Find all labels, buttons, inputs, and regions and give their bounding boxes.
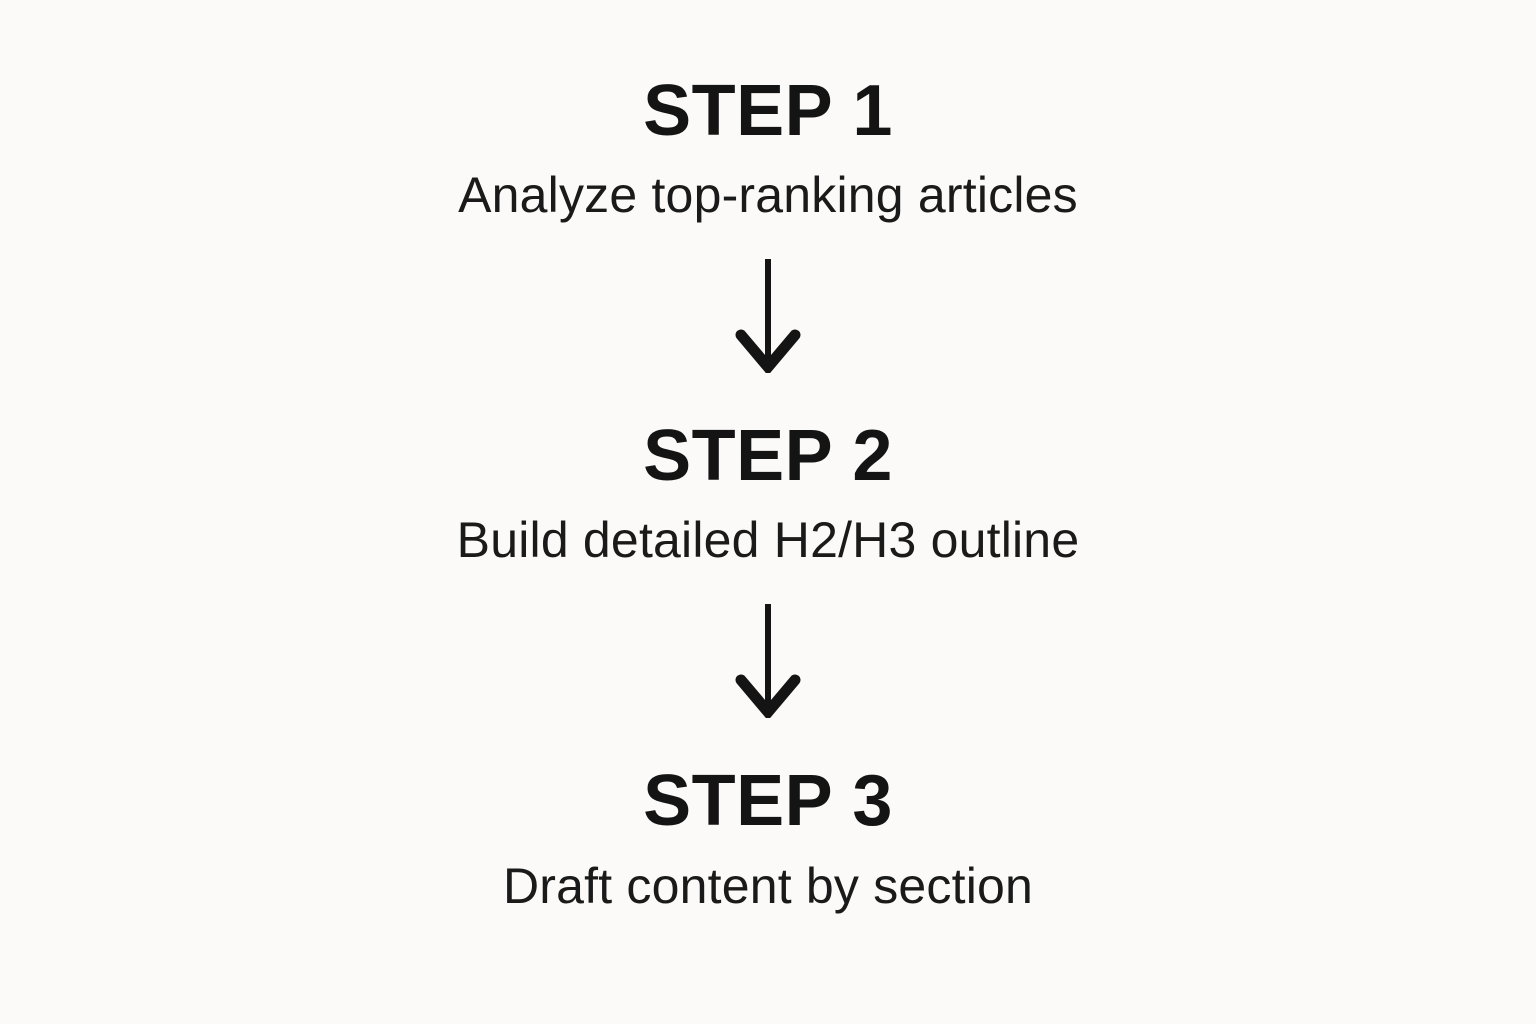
step-2-title: STEP 2 xyxy=(643,416,893,497)
step-block-3: STEP 3 Draft content by section xyxy=(503,762,1033,915)
step-block-1: STEP 1 Analyze top-ranking articles xyxy=(458,71,1078,225)
step-1-title: STEP 1 xyxy=(643,71,893,151)
step-block-2: STEP 2 Build detailed H2/H3 outline xyxy=(456,416,1080,570)
step-2-description: Build detailed H2/H3 outline xyxy=(456,512,1080,569)
step-3-description: Draft content by section xyxy=(502,857,1034,914)
down-arrow-icon xyxy=(733,602,803,719)
step-3-title: STEP 3 xyxy=(643,761,893,842)
down-arrow-icon xyxy=(733,257,803,374)
step-1-description: Analyze top-ranking articles xyxy=(458,167,1078,224)
